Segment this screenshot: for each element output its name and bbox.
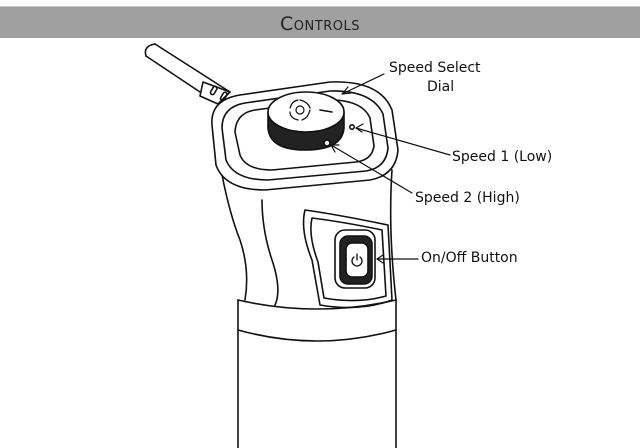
- speed2-arrow: [330, 144, 413, 194]
- speed-select-arrow: [341, 73, 385, 95]
- label-onoff: On/Off Button: [421, 250, 518, 266]
- on-off-button-illustration: [334, 229, 376, 289]
- section-header-bar: Controls: [0, 6, 640, 38]
- speed2-indicator: [323, 139, 331, 147]
- callout-lines: [330, 73, 451, 264]
- speed1-indicator: [348, 124, 355, 131]
- label-dial: Dial: [427, 79, 455, 95]
- label-speed2: Speed 2 (High): [415, 190, 520, 206]
- blender-body: [221, 169, 397, 448]
- label-speed1: Speed 1 (Low): [452, 149, 553, 165]
- section-title: Controls: [280, 13, 360, 35]
- label-speed-select: Speed Select: [389, 60, 481, 76]
- speed1-arrow: [355, 127, 451, 156]
- power-icon: [351, 253, 363, 267]
- speed-select-dial: [267, 91, 345, 151]
- fan-logo-icon: [289, 99, 311, 121]
- power-cord: [144, 43, 231, 105]
